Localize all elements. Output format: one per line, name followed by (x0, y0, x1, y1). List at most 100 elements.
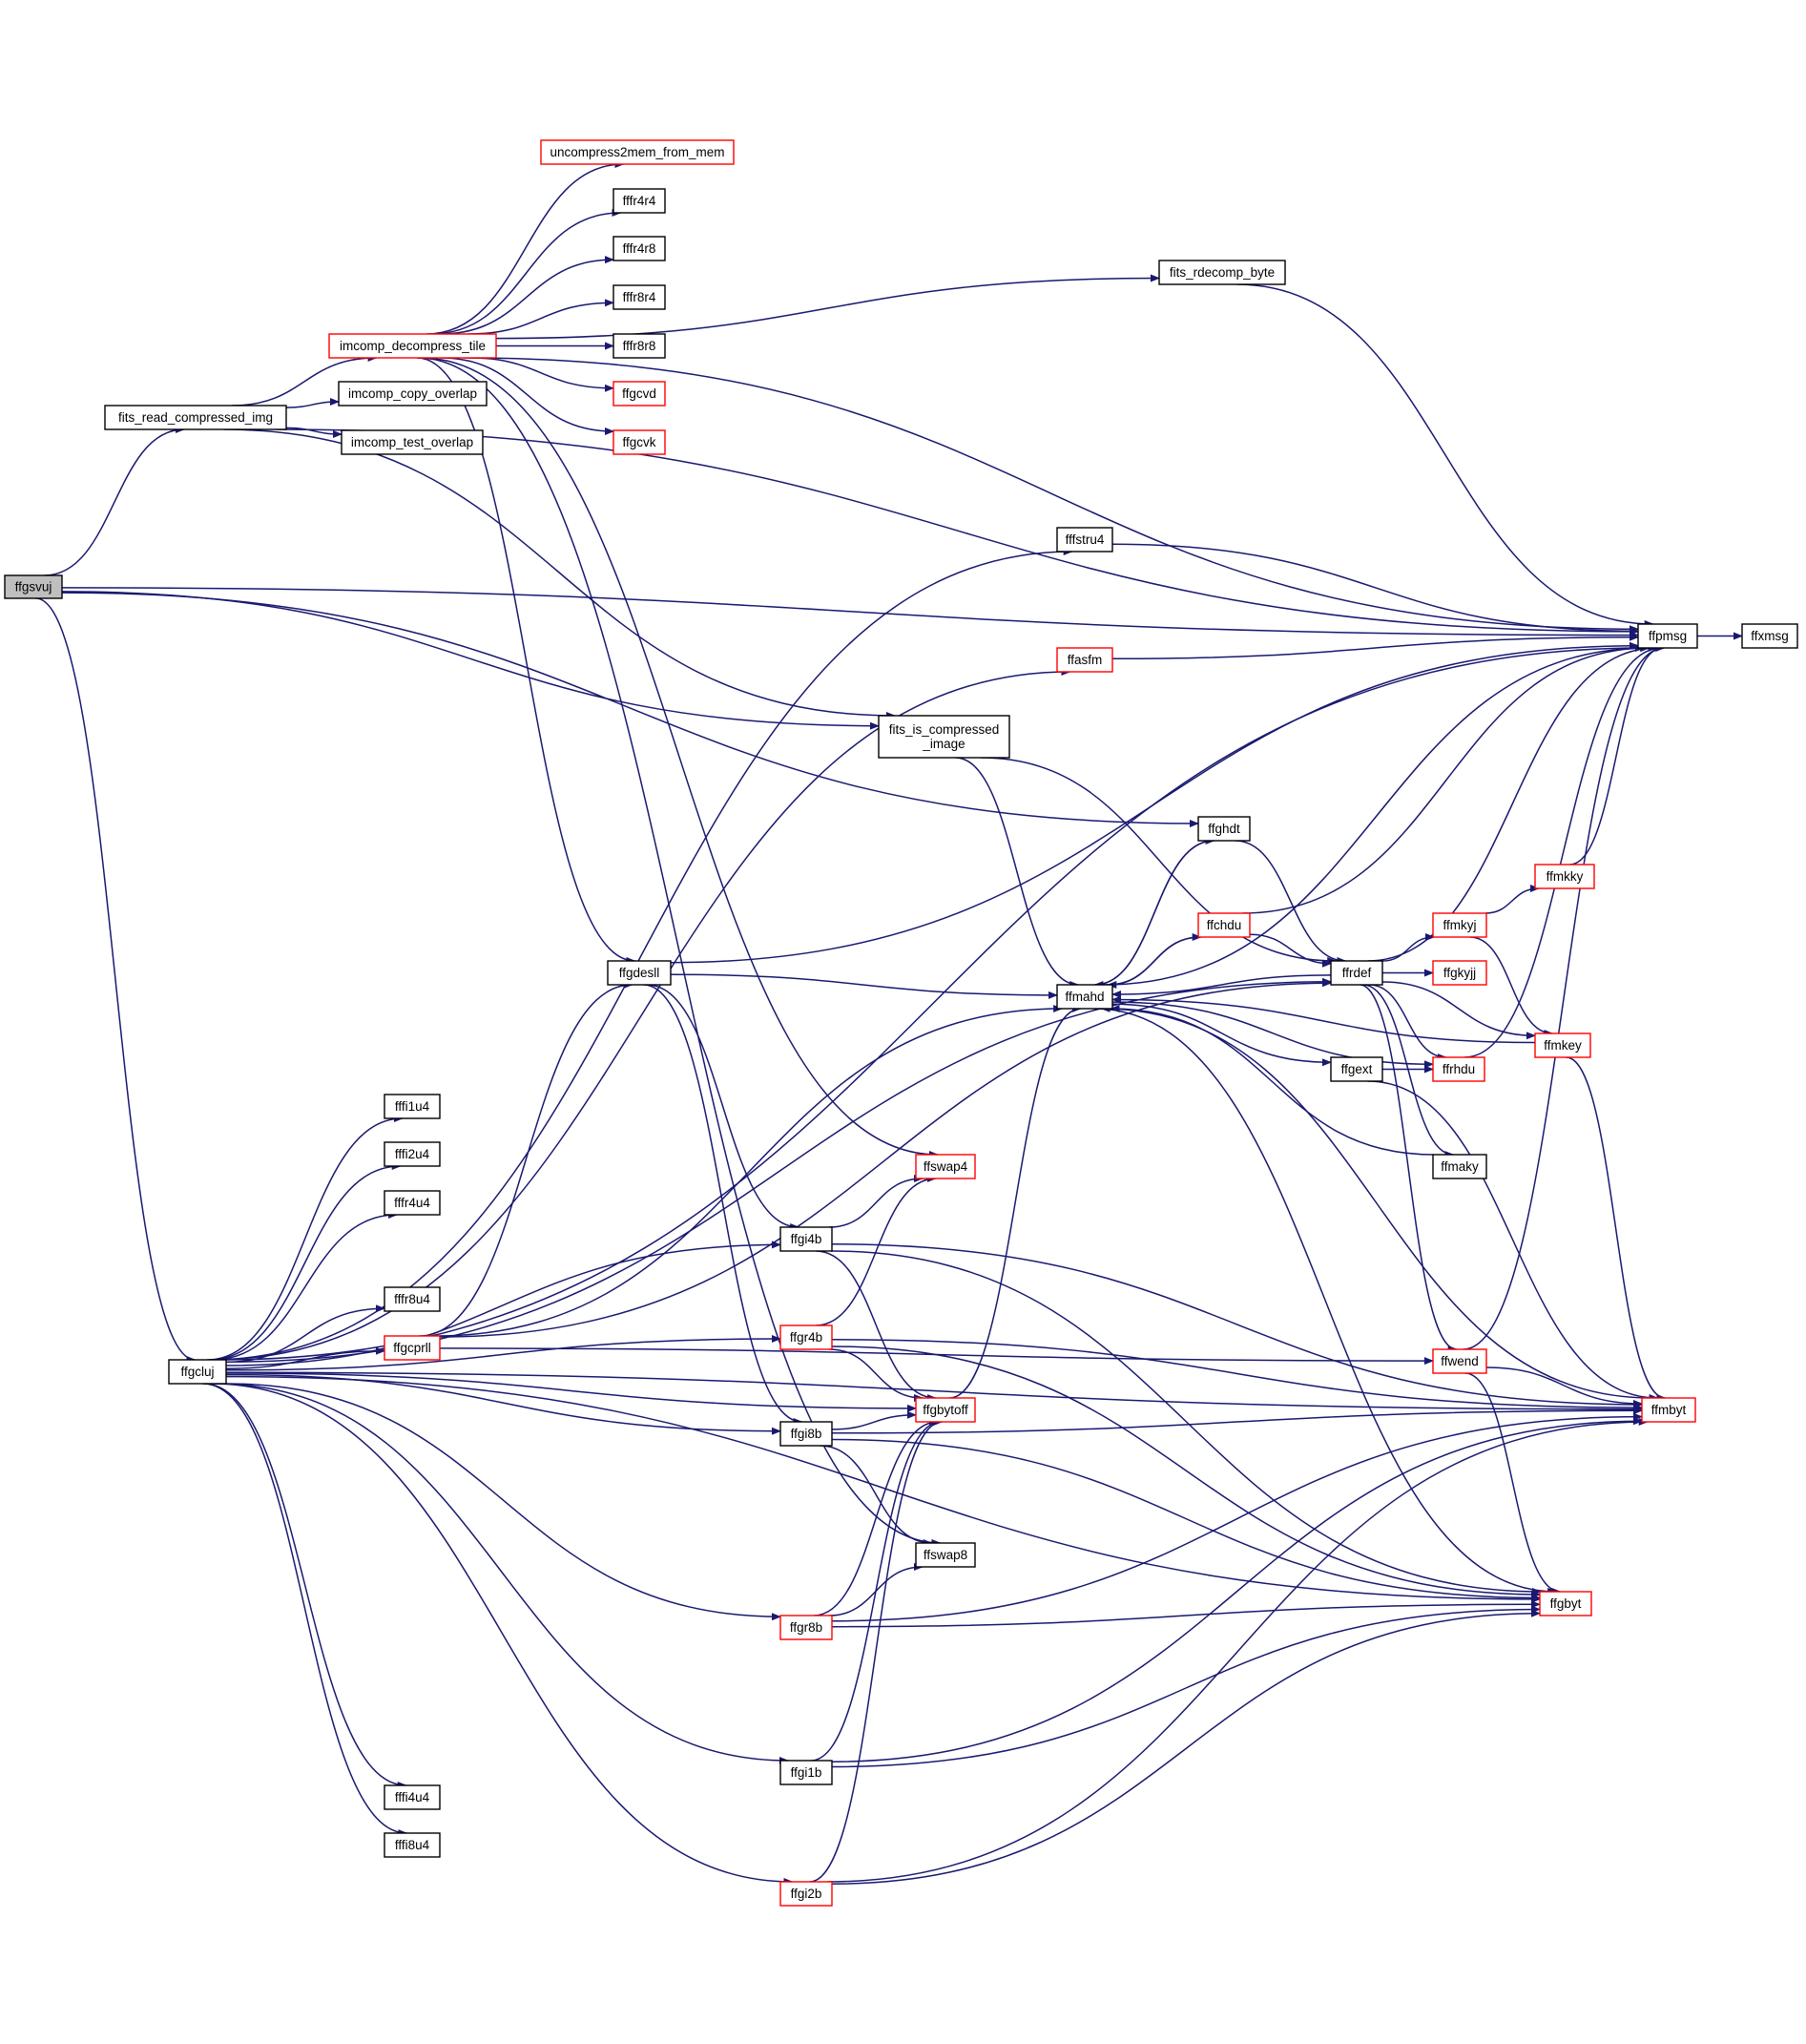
node-ffgbytoff[interactable]: ffgbytoff (915, 1397, 976, 1423)
node-ffmbyt[interactable]: ffmbyt (1641, 1397, 1696, 1423)
node-box (168, 1359, 227, 1385)
node-label: ffmahd (1065, 990, 1104, 1004)
node-ffgcvd[interactable]: ffgcvd (612, 381, 666, 407)
node-box (384, 1190, 441, 1216)
node-fffstru4[interactable]: fffstru4 (1056, 527, 1113, 553)
node-ffmkky[interactable]: ffmkky (1534, 864, 1595, 889)
node-box (1197, 912, 1251, 938)
node-ffgkyjj[interactable]: ffgkyjj (1432, 960, 1487, 986)
node-ffgbyt[interactable]: ffgbyt (1539, 1591, 1592, 1616)
node-imcomp_copy_overlap[interactable]: imcomp_copy_overlap (338, 381, 488, 407)
call-edge-imcomp_decompress_tile-to-fffr4r4 (430, 209, 622, 335)
node-ffgsvuj[interactable]: ffgsvuj (4, 574, 63, 599)
node-ffgcvk[interactable]: ffgcvk (612, 429, 666, 455)
call-edge-ffgsvuj-to-ffghdt (61, 592, 1199, 827)
node-fffr8u4[interactable]: fffr8u4 (384, 1286, 441, 1312)
call-edge-ffgcluj-to-ffgr8b (225, 1383, 781, 1621)
call-edge-ffmahd-to-ffgbyt (1093, 1008, 1558, 1596)
node-ffghdt[interactable]: ffghdt (1197, 816, 1251, 842)
node-ffmahd[interactable]: ffmahd (1056, 984, 1113, 1010)
node-ffswap8[interactable]: ffswap8 (915, 1542, 976, 1568)
node-ffgcluj[interactable]: ffgcluj (168, 1359, 227, 1385)
call-edge-ffmaky-to-ffmahd (1110, 1005, 1434, 1156)
node-label: ffgcvd (622, 386, 656, 401)
node-box (607, 960, 672, 986)
node-ffgi1b[interactable]: ffgi1b (779, 1760, 833, 1785)
node-label: fffi4u4 (395, 1790, 430, 1804)
node-uncompress2mem_from_mem[interactable]: uncompress2mem_from_mem (540, 139, 735, 165)
node-box (1534, 864, 1595, 889)
node-label: ffgbytoff (923, 1403, 968, 1417)
node-ffgi8b[interactable]: ffgi8b (779, 1421, 833, 1447)
node-label: fffr4u4 (394, 1196, 430, 1210)
node-box (104, 405, 287, 430)
node-box (779, 1881, 833, 1907)
call-edge-ffrhdu-to-ffpmsg (1463, 644, 1663, 1058)
node-ffgcprll[interactable]: ffgcprll (384, 1335, 441, 1361)
node-label: ffgi8b (791, 1427, 822, 1441)
node-fffr8r8[interactable]: fffr8r8 (612, 333, 666, 359)
call-edge-ffgcprll-to-ffgdesll (419, 981, 633, 1337)
call-edge-ffgcluj-to-fffr8u4 (225, 1304, 385, 1364)
node-label: ffgr4b (790, 1330, 822, 1345)
call-edge-ffgr4b-to-ffgbyt (831, 1345, 1541, 1598)
node-label: fits_is_compressed (889, 722, 1000, 737)
node-ffasfm[interactable]: ffasfm (1056, 647, 1113, 673)
node-box (1432, 912, 1487, 938)
call-edge-ffasfm-to-ffpmsg (1111, 633, 1639, 660)
node-ffgi4b[interactable]: ffgi4b (779, 1226, 833, 1252)
node-box (1330, 1056, 1383, 1082)
call-edge-ffgcluj-to-ffasfm (212, 668, 1071, 1361)
node-fffr4u4[interactable]: fffr4u4 (384, 1190, 441, 1216)
node-ffswap4[interactable]: ffswap4 (915, 1154, 976, 1179)
node-box (1641, 1397, 1696, 1423)
node-ffwend[interactable]: ffwend (1432, 1348, 1487, 1374)
call-edge-ffrdef-to-ffpmsg (1367, 644, 1658, 962)
call-edge-fits_read_compressed_img-to-imcomp_decompress_tile (231, 354, 378, 407)
node-imcomp_test_overlap[interactable]: imcomp_test_overlap (341, 429, 484, 455)
node-fffi4u4[interactable]: fffi4u4 (384, 1784, 441, 1810)
node-ffchdu[interactable]: ffchdu (1197, 912, 1251, 938)
node-fffr4r4[interactable]: fffr4r4 (612, 188, 666, 214)
node-fits_rdecomp_byte[interactable]: fits_rdecomp_byte (1158, 260, 1286, 285)
node-label: ffgdesll (619, 966, 660, 980)
node-ffrdef[interactable]: ffrdef (1330, 960, 1383, 986)
call-edge-ffgcluj-to-ffgbytoff (225, 1372, 917, 1412)
node-ffgext[interactable]: ffgext (1330, 1056, 1383, 1082)
call-edge-imcomp_decompress_tile-to-ffswap8 (417, 357, 942, 1547)
node-ffxmsg[interactable]: ffxmsg (1741, 623, 1798, 649)
node-label: ffgsvuj (15, 580, 52, 594)
node-ffgr8b[interactable]: ffgr8b (779, 1615, 833, 1640)
node-box (779, 1760, 833, 1785)
node-ffrhdu[interactable]: ffrhdu (1432, 1056, 1485, 1082)
node-box (1330, 960, 1383, 986)
node-label: ffghdt (1208, 822, 1240, 836)
node-ffpmsg[interactable]: ffpmsg (1637, 623, 1698, 649)
node-box (4, 574, 63, 599)
node-ffmkey[interactable]: ffmkey (1534, 1032, 1591, 1058)
node-fffi2u4[interactable]: fffi2u4 (384, 1141, 441, 1167)
call-edge-fits_rdecomp_byte-to-ffpmsg (1236, 283, 1654, 628)
node-imcomp_decompress_tile[interactable]: imcomp_decompress_tile (328, 333, 497, 359)
node-ffmaky[interactable]: ffmaky (1432, 1154, 1487, 1179)
node-ffmkyj[interactable]: ffmkyj (1432, 912, 1487, 938)
call-edge-ffmahd-to-ffgext (1111, 1003, 1332, 1067)
call-edge-ffgdesll-to-ffpmsg (670, 641, 1639, 964)
node-fffi1u4[interactable]: fffi1u4 (384, 1094, 441, 1119)
call-edge-ffgi8b-to-ffgbytoff (831, 1410, 917, 1430)
node-ffgr4b[interactable]: ffgr4b (779, 1324, 833, 1350)
call-edge-ffgr4b-to-ffmbyt (831, 1339, 1643, 1412)
call-edge-ffgsvuj-to-fits_read_compressed_img (44, 426, 185, 576)
call-edge-ffrdef-to-ffmkey (1381, 981, 1536, 1040)
call-edge-ffgcluj-to-ffgi1b (215, 1383, 789, 1764)
node-fits_is_compressed_image[interactable]: fits_is_compressed_image (878, 715, 1010, 759)
node-fits_read_compressed_img[interactable]: fits_read_compressed_img (104, 405, 287, 430)
call-edge-ffgcluj-to-fffr4u4 (212, 1211, 399, 1361)
node-fffi8u4[interactable]: fffi8u4 (384, 1832, 441, 1858)
node-ffgdesll[interactable]: ffgdesll (607, 960, 672, 986)
node-ffgi2b[interactable]: ffgi2b (779, 1881, 833, 1907)
node-fffr4r8[interactable]: fffr4r8 (612, 236, 666, 261)
node-fffr8r4[interactable]: fffr8r4 (612, 284, 666, 310)
node-label: fffr8u4 (394, 1292, 430, 1306)
call-edge-ffgdesll-to-ffgi8b (643, 984, 803, 1426)
